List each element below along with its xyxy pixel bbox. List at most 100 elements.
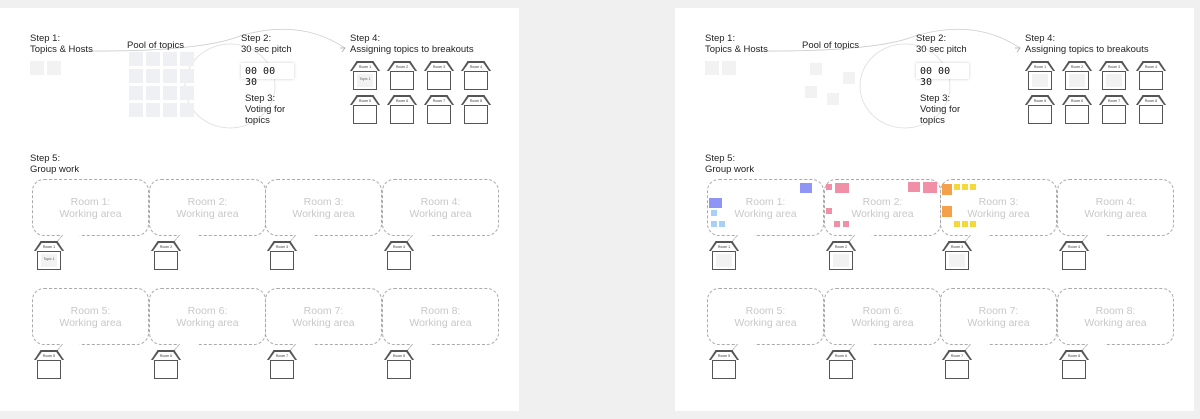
- topic-note[interactable]: [833, 254, 849, 267]
- topic-note[interactable]: [1032, 74, 1048, 87]
- working-area-3[interactable]: Room 3:Working area: [940, 179, 1057, 236]
- room-house[interactable]: Room 5: [1025, 95, 1055, 124]
- sticky-note[interactable]: [835, 183, 849, 193]
- pool-slot[interactable]: [146, 103, 160, 117]
- pool-slot[interactable]: [180, 103, 194, 117]
- pool-slot[interactable]: [129, 103, 143, 117]
- room-house[interactable]: Room 6: [387, 95, 417, 124]
- room-house[interactable]: Room 3: [424, 61, 454, 90]
- sticky-note[interactable]: [711, 221, 717, 227]
- working-area-3[interactable]: Room 3:Working area: [265, 179, 382, 236]
- room-house[interactable]: Room 2: [151, 241, 181, 270]
- room-house[interactable]: Room 1: [1025, 61, 1055, 90]
- room-house[interactable]: Room 5: [709, 350, 739, 379]
- sticky-note[interactable]: [709, 198, 722, 208]
- pool-slot[interactable]: [129, 86, 143, 100]
- sticky-note[interactable]: [954, 184, 960, 190]
- topic-note[interactable]: [810, 63, 822, 75]
- room-house[interactable]: Room 6: [1062, 95, 1092, 124]
- working-area-1[interactable]: Room 1:Working area: [707, 179, 824, 236]
- sticky-note[interactable]: [970, 221, 976, 227]
- room-house[interactable]: Room 4: [384, 241, 414, 270]
- sticky-note[interactable]: [719, 221, 725, 227]
- host-note[interactable]: [30, 61, 44, 75]
- topic-note[interactable]: [716, 254, 732, 267]
- room-house[interactable]: Room 8: [1059, 350, 1089, 379]
- room-house[interactable]: Room 8: [384, 350, 414, 379]
- sticky-note[interactable]: [800, 183, 812, 193]
- room-house[interactable]: Room 5: [350, 95, 380, 124]
- topic-note[interactable]: [949, 254, 965, 267]
- working-area-5[interactable]: Room 5:Working area: [707, 288, 824, 345]
- sticky-note[interactable]: [826, 208, 832, 214]
- sticky-note[interactable]: [834, 221, 840, 227]
- working-area-1[interactable]: Room 1:Working area: [32, 179, 149, 236]
- pool-slot[interactable]: [146, 69, 160, 83]
- room-house[interactable]: Room 7: [942, 350, 972, 379]
- room-house[interactable]: Room 8: [1136, 95, 1166, 124]
- working-area-8[interactable]: Room 8:Working area: [1057, 288, 1174, 345]
- room-house[interactable]: Room 3: [267, 241, 297, 270]
- sticky-note[interactable]: [962, 184, 968, 190]
- sticky-note[interactable]: [962, 221, 968, 227]
- room-house[interactable]: Room 4: [1136, 61, 1166, 90]
- room-house[interactable]: Room 7: [424, 95, 454, 124]
- host-note[interactable]: [47, 61, 61, 75]
- pool-slot[interactable]: [163, 52, 177, 66]
- sticky-note[interactable]: [908, 182, 920, 192]
- host-note[interactable]: [705, 61, 719, 75]
- room-house[interactable]: Room 2: [826, 241, 856, 270]
- topic-note[interactable]: [805, 86, 817, 98]
- pool-slot[interactable]: [129, 69, 143, 83]
- working-area-2[interactable]: Room 2:Working area: [149, 179, 266, 236]
- sticky-note[interactable]: [954, 221, 960, 227]
- topic-note[interactable]: Topic 1: [41, 254, 57, 267]
- working-area-4[interactable]: Room 4:Working area: [1057, 179, 1174, 236]
- topic-note[interactable]: [1106, 74, 1122, 87]
- topic-note[interactable]: [827, 93, 839, 105]
- working-area-6[interactable]: Room 6:Working area: [824, 288, 941, 345]
- room-house[interactable]: Room 2: [387, 61, 417, 90]
- sticky-note[interactable]: [970, 184, 976, 190]
- sticky-note[interactable]: [942, 206, 952, 217]
- sticky-note[interactable]: [843, 221, 849, 227]
- pool-slot[interactable]: [180, 86, 194, 100]
- sticky-note[interactable]: [826, 184, 832, 190]
- sticky-note[interactable]: [923, 182, 937, 193]
- working-area-4[interactable]: Room 4:Working area: [382, 179, 499, 236]
- pool-slot[interactable]: [129, 52, 143, 66]
- room-house[interactable]: Room 5: [34, 350, 64, 379]
- timer[interactable]: 00 00 30: [241, 63, 294, 88]
- room-house[interactable]: Room 7: [267, 350, 297, 379]
- pool-slot[interactable]: [180, 52, 194, 66]
- sticky-note[interactable]: [711, 210, 717, 216]
- pool-slot[interactable]: [180, 69, 194, 83]
- room-house[interactable]: Room 8: [461, 95, 491, 124]
- room-house[interactable]: Room 2: [1062, 61, 1092, 90]
- room-house[interactable]: Room 3: [942, 241, 972, 270]
- room-house[interactable]: Room 3: [1099, 61, 1129, 90]
- room-house[interactable]: Room 6: [151, 350, 181, 379]
- topic-note[interactable]: [1069, 74, 1085, 87]
- topic-note[interactable]: Topic 1: [357, 74, 373, 87]
- pool-slot[interactable]: [146, 86, 160, 100]
- timer[interactable]: 00 00 30: [916, 63, 969, 88]
- pool-slot[interactable]: [163, 69, 177, 83]
- host-note[interactable]: [722, 61, 736, 75]
- working-area-7[interactable]: Room 7:Working area: [265, 288, 382, 345]
- working-area-7[interactable]: Room 7:Working area: [940, 288, 1057, 345]
- working-area-5[interactable]: Room 5:Working area: [32, 288, 149, 345]
- sticky-note[interactable]: [942, 184, 952, 195]
- pool-slot[interactable]: [146, 52, 160, 66]
- room-house[interactable]: Room 6: [826, 350, 856, 379]
- room-house[interactable]: Room 7: [1099, 95, 1129, 124]
- pool-slot[interactable]: [163, 86, 177, 100]
- working-area-6[interactable]: Room 6:Working area: [149, 288, 266, 345]
- topic-note[interactable]: [843, 72, 855, 84]
- room-house[interactable]: Room 1: [709, 241, 739, 270]
- pool-slot[interactable]: [163, 103, 177, 117]
